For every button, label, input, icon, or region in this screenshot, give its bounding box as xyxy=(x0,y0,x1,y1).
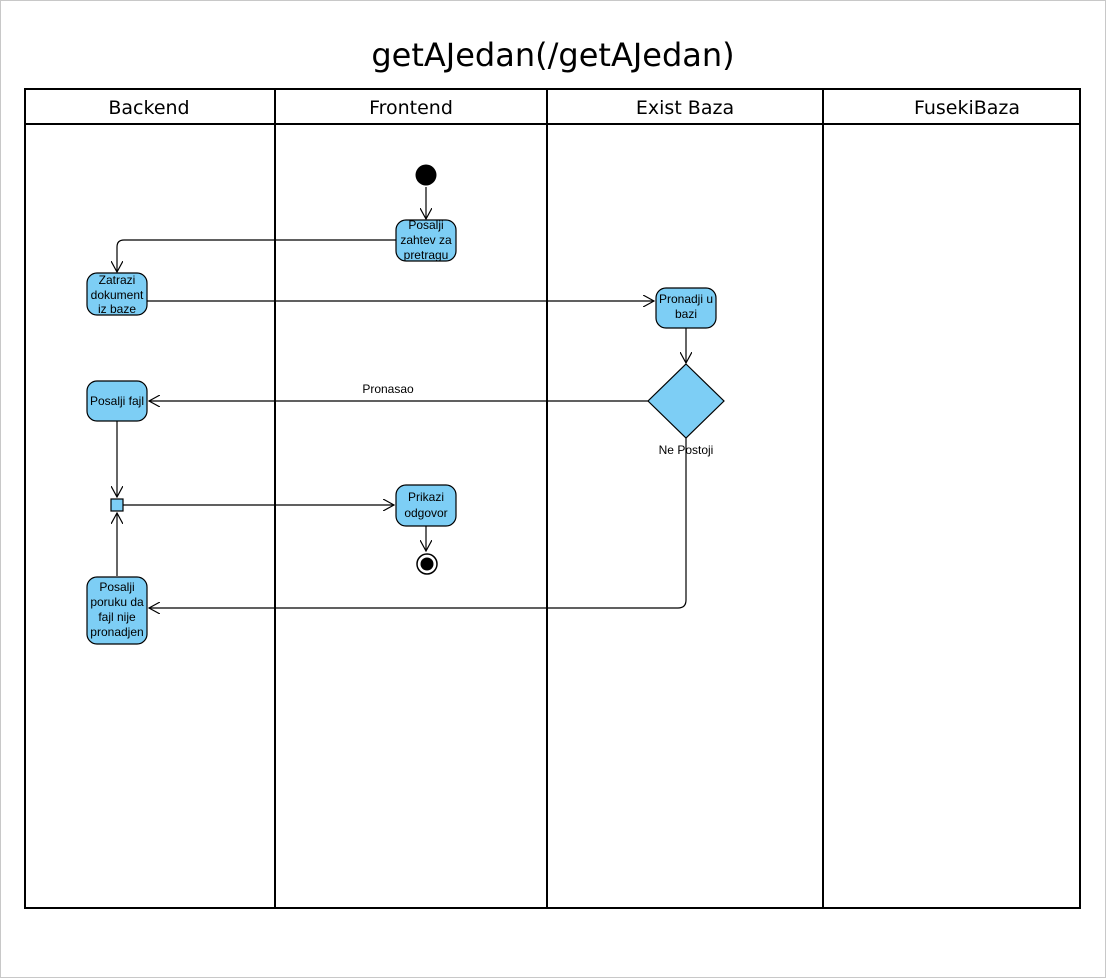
lane-header-frontend: Frontend xyxy=(369,97,453,119)
activity-label-line: pretragu xyxy=(404,248,449,262)
activity-label-line: fajl nije xyxy=(98,610,136,624)
merge-node xyxy=(110,498,124,512)
activity-label-line: iz baze xyxy=(98,302,136,316)
lanes-border xyxy=(24,88,1081,909)
activity-label-line: Zatrazi xyxy=(99,273,136,287)
decision-node xyxy=(647,363,725,439)
activity-box xyxy=(655,287,717,329)
swimlane-grid xyxy=(24,88,1081,909)
activity-send-search-request: Posalji zahtev za pretragu xyxy=(395,218,457,262)
activity-label-line: Prikazi xyxy=(408,490,444,504)
activity-label-line: Posalji xyxy=(99,580,134,594)
activity-find-in-database: Pronadji u bazi xyxy=(655,287,717,329)
activity-label-line: Posalji fajl xyxy=(90,394,144,408)
activity-box xyxy=(86,576,148,645)
activity-label-line: poruku da xyxy=(90,595,144,609)
activity-label-line: dokument xyxy=(91,288,144,302)
activity-request-document: Zatrazi dokument iz baze xyxy=(86,272,148,316)
edges xyxy=(117,187,686,608)
activity-label-line: Posalji xyxy=(408,218,443,232)
edge-decision-not-found xyxy=(149,438,687,608)
activity-label-line: odgovor xyxy=(404,506,447,520)
activity-send-not-found-message: Posalji poruku da fajl nije pronadjen xyxy=(86,576,148,645)
activity-box xyxy=(395,484,457,527)
lane-header-fuseki-baza: FusekiBaza xyxy=(914,97,1020,119)
end-node xyxy=(416,553,438,575)
start-node xyxy=(415,164,437,186)
activity-show-response: Prikazi odgovor xyxy=(395,484,457,527)
edge-send-request-to-request-document xyxy=(117,239,396,272)
activity-box xyxy=(86,272,148,316)
lane-header-exist-baza: Exist Baza xyxy=(636,97,734,119)
activity-box xyxy=(86,380,148,422)
activity-label-line: Pronadji u xyxy=(659,292,713,306)
lane-header-backend: Backend xyxy=(108,97,189,119)
activity-label-line: pronadjen xyxy=(90,625,143,639)
activity-box xyxy=(395,219,457,262)
activity-label-line: bazi xyxy=(675,307,697,321)
edge-label-not-found: Ne Postoji xyxy=(659,443,714,457)
edge-label-found: Pronasao xyxy=(362,382,414,396)
activity-label-line: zahtev za xyxy=(400,233,452,247)
activity-send-file: Posalji fajl xyxy=(86,380,148,422)
diagram-title: getAJedan(/getAJedan) xyxy=(371,36,734,74)
